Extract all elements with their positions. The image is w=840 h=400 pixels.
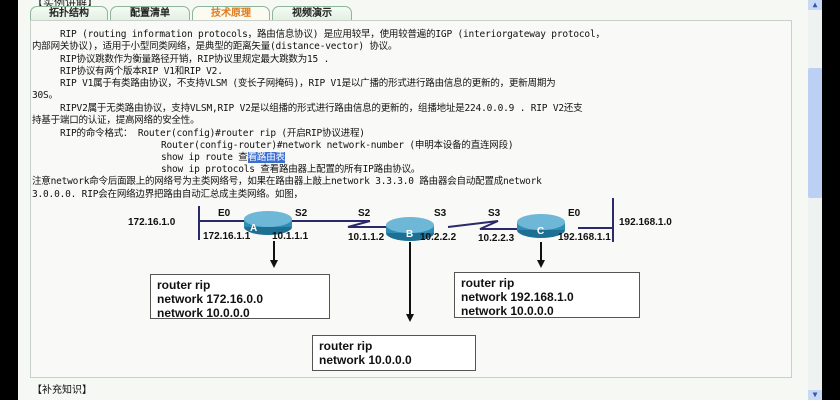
- config-line: network 10.0.0.0: [319, 353, 412, 367]
- config-line: network 10.0.0.0: [461, 304, 554, 318]
- text-line: show ip protocols 查看路由器上配置的所有IP路由协议。: [161, 164, 421, 175]
- config-line: router rip: [319, 339, 373, 353]
- config-line: network 192.168.1.0: [461, 290, 574, 304]
- iface-label: E0: [568, 208, 581, 219]
- ip-label: 192.168.1.1: [558, 232, 611, 243]
- iface-label: S3: [488, 208, 501, 219]
- router-a-icon: [244, 211, 292, 235]
- config-line: router rip: [461, 276, 515, 290]
- text-line: RIP协议跳数作为衡量路径开销，RIP协议里规定最大跳数为15 .: [60, 54, 330, 65]
- iface-label: E0: [218, 208, 231, 219]
- ip-label: 172.16.1.1: [203, 231, 251, 242]
- text-line: Router(config-router)#network network-nu…: [161, 140, 514, 151]
- iface-label: S3: [434, 208, 447, 219]
- config-box-router-a: router rip network 172.16.0.0 network 10…: [150, 274, 330, 320]
- network-label: 172.16.1.0: [128, 217, 176, 228]
- text-line: 3.0.0.0. RIP会在网络边界把路由自动汇总成主类网络。如图，: [32, 189, 303, 200]
- text-line: show ip route 查看路由表: [161, 149, 285, 163]
- router-c-icon: [517, 214, 565, 238]
- arrow-down-icon: [406, 314, 414, 322]
- config-line: network 10.0.0.0: [157, 306, 250, 320]
- tab-video-demo[interactable]: 视频演示: [272, 6, 352, 21]
- iface-label: S2: [358, 208, 371, 219]
- config-line: network 172.16.0.0: [157, 292, 264, 306]
- tab-config-list[interactable]: 配置清单: [110, 6, 190, 21]
- text-line: 内部网关协议)，适用于小型同类网络，是典型的距离矢量(distance-vect…: [32, 41, 398, 52]
- scroll-down-icon[interactable]: ▼: [808, 390, 822, 400]
- scroll-up-icon[interactable]: ▲: [808, 0, 822, 10]
- text-line: RIP的命令格式： Router(config)#router rip (开启R…: [60, 128, 365, 139]
- text-line: RIPV2属于无类路由协议，支持VLSM,RIP V2是以组播的形式进行路由信息…: [60, 103, 583, 114]
- section-header: 【实例讲解】: [32, 0, 98, 9]
- cmd: show ip route: [161, 152, 239, 163]
- ip-label: 10.1.1.2: [348, 232, 385, 243]
- serial-ab-zigzag: [347, 220, 388, 228]
- network-diagram: [198, 198, 614, 322]
- network-label: 192.168.1.0: [619, 217, 672, 228]
- tab-technical-principle[interactable]: 技术原理: [192, 6, 270, 21]
- router-b-icon: [386, 217, 434, 241]
- tab-topology[interactable]: 拓扑结构: [30, 6, 108, 21]
- ip-label: 10.2.2.2: [420, 232, 457, 243]
- vertical-scrollbar[interactable]: ▲ ▼: [808, 0, 822, 400]
- selected-text[interactable]: 看路由表: [247, 152, 285, 163]
- text-line: 30S。: [32, 90, 58, 101]
- arrow-down-icon: [537, 260, 545, 268]
- arrow-down-icon: [270, 260, 278, 268]
- config-box-router-b: router rip network 10.0.0.0: [312, 335, 476, 371]
- text-line: RIP协议有两个版本RIP V1和RIP V2.: [60, 66, 223, 77]
- config-line: router rip: [157, 278, 211, 292]
- ip-label: 10.1.1.1: [272, 231, 309, 242]
- text-line: 持基于端口的认证，提高网络的安全性。: [32, 115, 200, 126]
- iface-label: S2: [295, 208, 308, 219]
- cmd-desc: 查: [238, 152, 248, 163]
- text-line: RIP V1属于有类路由协议，不支持VLSM (变长子网掩码)，RIP V1是以…: [60, 78, 556, 89]
- content-area: 【实例讲解】 拓扑结构 配置清单 技术原理 视频演示 RIP (routing …: [18, 0, 810, 400]
- serial-bc: [447, 220, 518, 230]
- text-line: RIP (routing information protocols，路由信息协…: [60, 29, 605, 40]
- config-box-router-c: router rip network 192.168.1.0 network 1…: [454, 272, 640, 318]
- ip-label: 10.2.2.3: [478, 233, 515, 244]
- supplementary-header: 【补充知识】: [32, 385, 92, 396]
- scroll-thumb[interactable]: [808, 68, 822, 198]
- router-label: B: [406, 229, 414, 240]
- router-label: A: [250, 223, 258, 234]
- router-label: C: [537, 226, 545, 237]
- text-line: 注意network命令后面跟上的网络号为主类网络号，如果在路由器上敲上netwo…: [32, 176, 542, 187]
